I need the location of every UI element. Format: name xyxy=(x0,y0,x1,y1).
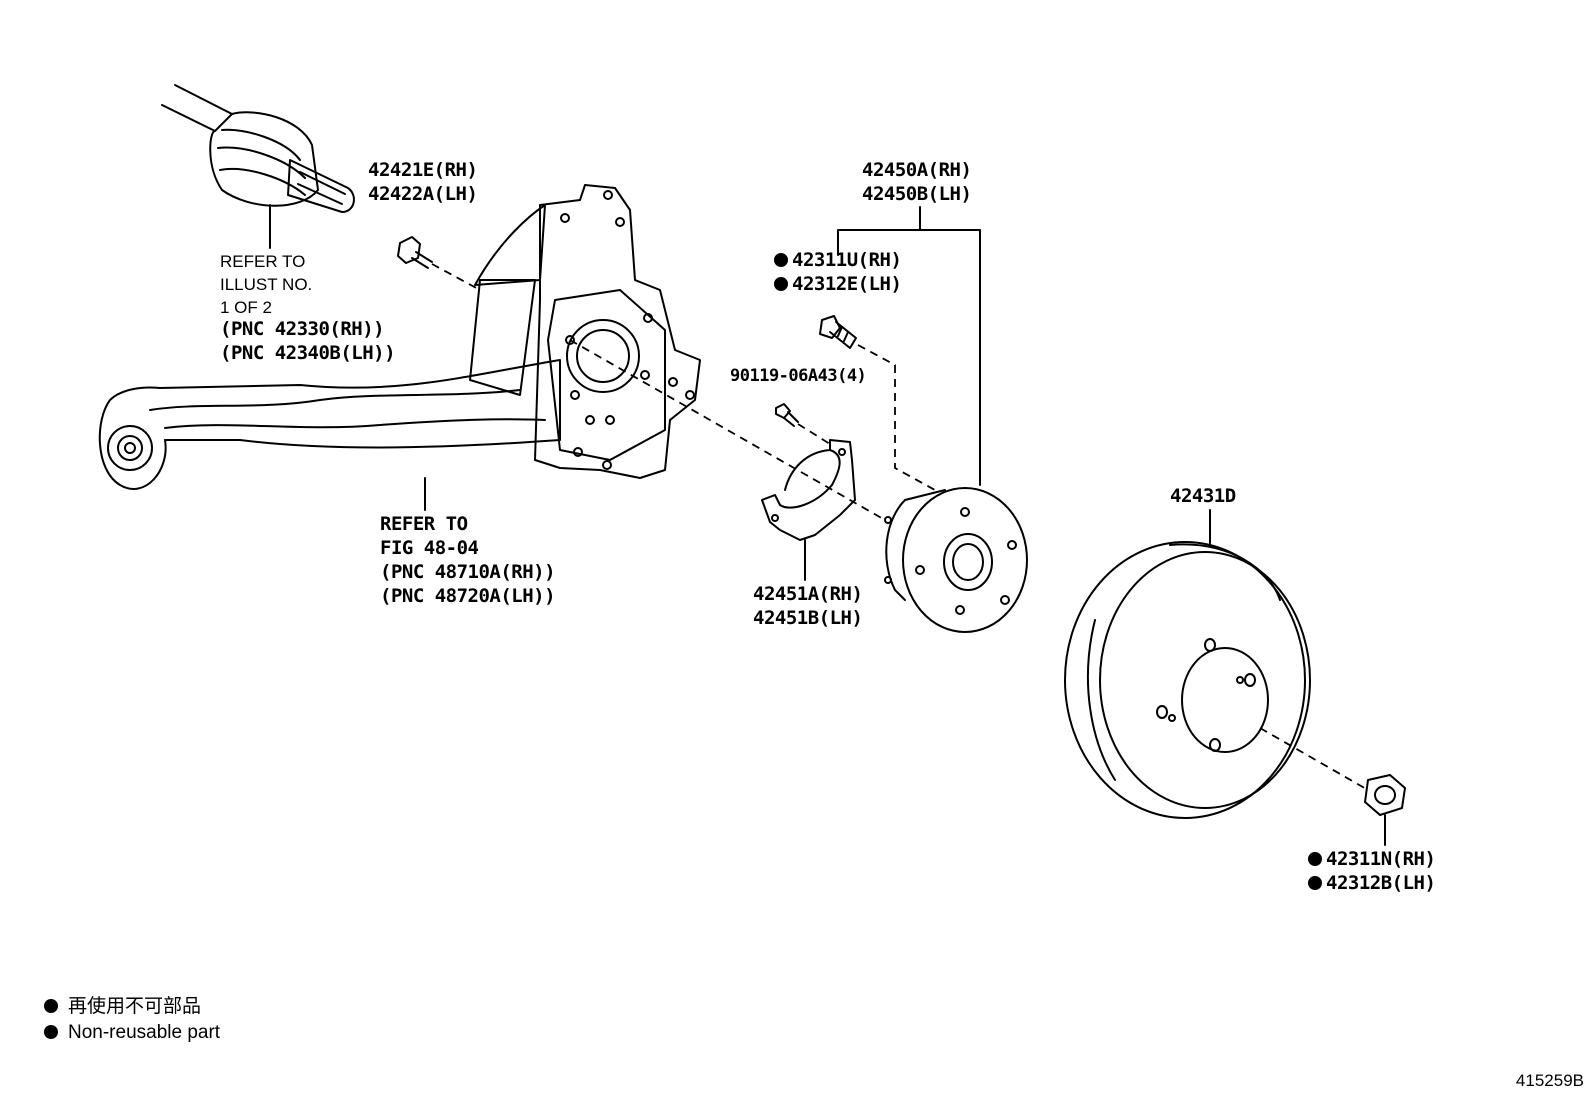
drive-shaft-ref-line-2: ILLUST NO. xyxy=(220,275,313,294)
hub-bolt-rh: 42311U(RH) xyxy=(792,249,902,271)
bolt-small-lh: 42422A(LH) xyxy=(368,183,478,205)
arm-ref-line-2: FIG 48-04 xyxy=(380,537,479,559)
arm-ref-line-1: REFER TO xyxy=(380,513,468,535)
drive-shaft-ref-line-3: 1 OF 2 xyxy=(220,298,272,317)
drive-shaft-pnc-label: (PNC 42330(RH)) (PNC 42340B(LH)) xyxy=(220,317,396,365)
drive-shaft-reference-label: REFER TO ILLUST NO. 1 OF 2 xyxy=(220,250,312,319)
drive-shaft-ref-line-1: REFER TO xyxy=(220,252,306,271)
brake-drum-illustration xyxy=(1064,509,1311,819)
nut-lh: 42312B(LH) xyxy=(1326,872,1436,894)
hub-bolt-part-number: 42311U(RH) 42312E(LH) xyxy=(774,248,902,296)
lower-arm-reference-label: REFER TO FIG 48-04 (PNC 48710A(RH)) (PNC… xyxy=(380,512,556,608)
dust-cover-illustration xyxy=(761,439,856,581)
screw-illustration xyxy=(775,403,799,427)
brake-drum-part-number: 42431D xyxy=(1170,485,1236,507)
assembly-axis-lines xyxy=(431,263,1369,791)
bolt-small-rh: 42421E(RH) xyxy=(368,159,478,181)
legend-dot xyxy=(44,999,58,1013)
drive-shaft-illustration xyxy=(161,84,355,249)
steering-knuckle-illustration xyxy=(469,184,701,479)
hub-assembly-lh: 42450B(LH) xyxy=(862,183,972,205)
hub-bolt-lh: 42312E(LH) xyxy=(792,273,902,295)
legend-japanese: 再使用不可部品 xyxy=(68,996,202,1017)
hub-nut-part-number: 42311N(RH) 42312B(LH) xyxy=(1308,847,1436,895)
drive-shaft-ref-line-5: (PNC 42340B(LH)) xyxy=(220,342,396,364)
nut-rh: 42311N(RH) xyxy=(1326,848,1436,870)
non-reusable-dot xyxy=(774,277,788,291)
arm-ref-line-3: (PNC 48710A(RH)) xyxy=(380,561,556,583)
hub-nut-illustration xyxy=(1364,774,1406,846)
non-reusable-dot xyxy=(1308,876,1322,890)
dust-cover-part-number: 42451A(RH) 42451B(LH) xyxy=(753,582,863,630)
knuckle-bolt-illustration xyxy=(397,236,433,269)
hub-bearing-illustration xyxy=(884,487,1028,633)
lower-arm-illustration xyxy=(98,359,561,511)
figure-number: 415259B xyxy=(1515,1071,1584,1090)
non-reusable-dot xyxy=(774,253,788,267)
hub-assembly-part-number: 42450A(RH) 42450B(LH) xyxy=(862,158,972,206)
drive-shaft-ref-line-4: (PNC 42330(RH)) xyxy=(220,318,385,340)
hub-assembly-rh: 42450A(RH) xyxy=(862,159,972,181)
arm-ref-line-4: (PNC 48720A(LH)) xyxy=(380,585,556,607)
dust-cover-lh: 42451B(LH) xyxy=(753,607,863,629)
non-reusable-dot xyxy=(1308,852,1322,866)
screw-part-number: 90119-06A43(4) xyxy=(730,366,867,386)
legend: 再使用不可部品 Non-reusable part xyxy=(44,994,220,1046)
legend-dot xyxy=(44,1025,58,1039)
legend-english: Non-reusable part xyxy=(68,1022,221,1043)
hub-assembly-leader xyxy=(837,229,981,486)
knuckle-bolt-part-number: 42421E(RH) 42422A(LH) xyxy=(368,158,478,206)
hub-bolt-illustration xyxy=(819,315,857,349)
dust-cover-rh: 42451A(RH) xyxy=(753,583,863,605)
